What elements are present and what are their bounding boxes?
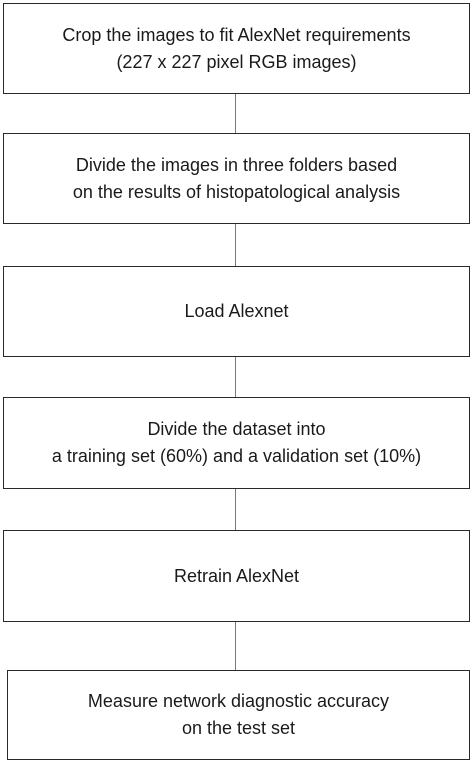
step-divide-dataset: Divide the dataset into a training set (… — [3, 397, 470, 489]
step-text-line: a training set (60%) and a validation se… — [51, 446, 422, 466]
connector-line — [235, 357, 236, 397]
step-text-line: Divide the dataset into — [147, 419, 326, 439]
connector-line — [235, 224, 236, 266]
step-text-line: on the test set — [181, 718, 296, 738]
connector-line — [235, 94, 236, 133]
step-text-line: Measure network diagnostic accuracy — [87, 691, 390, 711]
step-text-line: Load Alexnet — [184, 301, 289, 321]
step-text-line: Divide the images in three folders based — [75, 154, 398, 175]
step-retrain-alexnet: Retrain AlexNet — [3, 530, 470, 622]
step-load-alexnet: Load Alexnet — [3, 266, 470, 357]
connector-line — [235, 489, 236, 530]
step-text-line: on the results of histopatological analy… — [72, 181, 401, 202]
step-text-line: (227 x 227 pixel RGB images) — [116, 51, 357, 72]
connector-line — [235, 622, 236, 670]
step-divide-folders: Divide the images in three folders based… — [3, 133, 470, 224]
step-measure-accuracy: Measure network diagnostic accuracy on t… — [7, 670, 470, 760]
step-crop-images: Crop the images to fit AlexNet requireme… — [3, 3, 470, 94]
step-text-line: Crop the images to fit AlexNet requireme… — [62, 24, 411, 45]
step-text-line: Retrain AlexNet — [173, 565, 300, 586]
